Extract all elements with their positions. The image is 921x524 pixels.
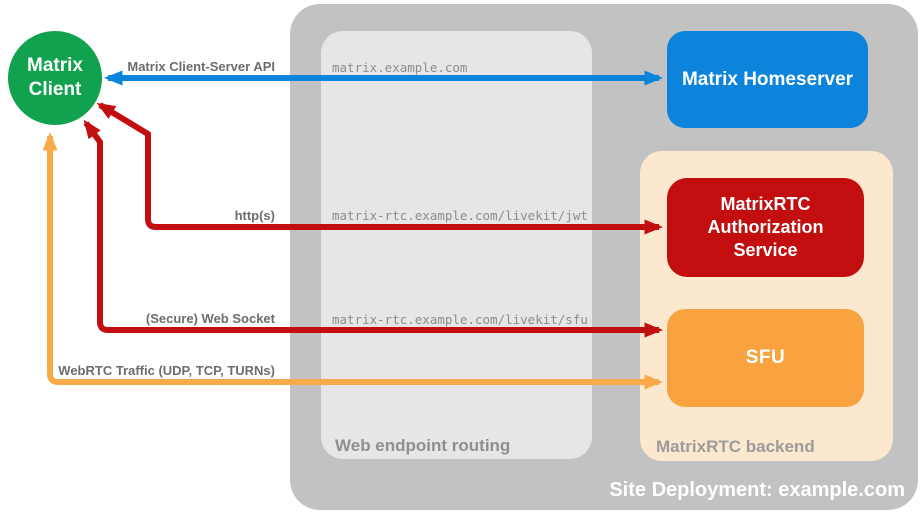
matrix-client-label-line2: Client bbox=[28, 79, 82, 100]
sfu-node: SFU bbox=[667, 309, 864, 407]
client-server-api-edge-label: Matrix Client-Server API bbox=[127, 59, 275, 74]
matrixrtc-authorization-service-label: MatrixRTC Authorization Service bbox=[707, 194, 824, 260]
site-deployment-caption: Site Deployment: example.com bbox=[609, 479, 905, 501]
websocket-edge-label: (Secure) Web Socket bbox=[145, 311, 275, 326]
matrixrtc-authorization-service-node: MatrixRTC Authorization Service bbox=[667, 178, 864, 277]
route-livekit-jwt: matrix-rtc.example.com/livekit/jwt bbox=[332, 208, 588, 223]
route-livekit-sfu: matrix-rtc.example.com/livekit/sfu bbox=[332, 312, 588, 327]
webrtc-traffic-edge-label: WebRTC Traffic (UDP, TCP, TURNs) bbox=[58, 363, 275, 378]
web-endpoint-routing-caption: Web endpoint routing bbox=[335, 436, 511, 455]
matrix-homeserver-label: Matrix Homeserver bbox=[681, 68, 854, 90]
matrixrtc-backend-caption: MatrixRTC backend bbox=[656, 437, 815, 456]
sfu-label: SFU bbox=[745, 347, 786, 368]
matrix-client-label-line1: Matrix bbox=[27, 55, 83, 76]
matrix-client-node: Matrix Client bbox=[8, 31, 102, 125]
http-edge-label: http(s) bbox=[234, 208, 275, 223]
matrix-homeserver-node: Matrix Homeserver bbox=[667, 31, 868, 128]
web-endpoint-routing-panel bbox=[321, 31, 592, 459]
route-matrix-example-com: matrix.example.com bbox=[332, 60, 468, 75]
